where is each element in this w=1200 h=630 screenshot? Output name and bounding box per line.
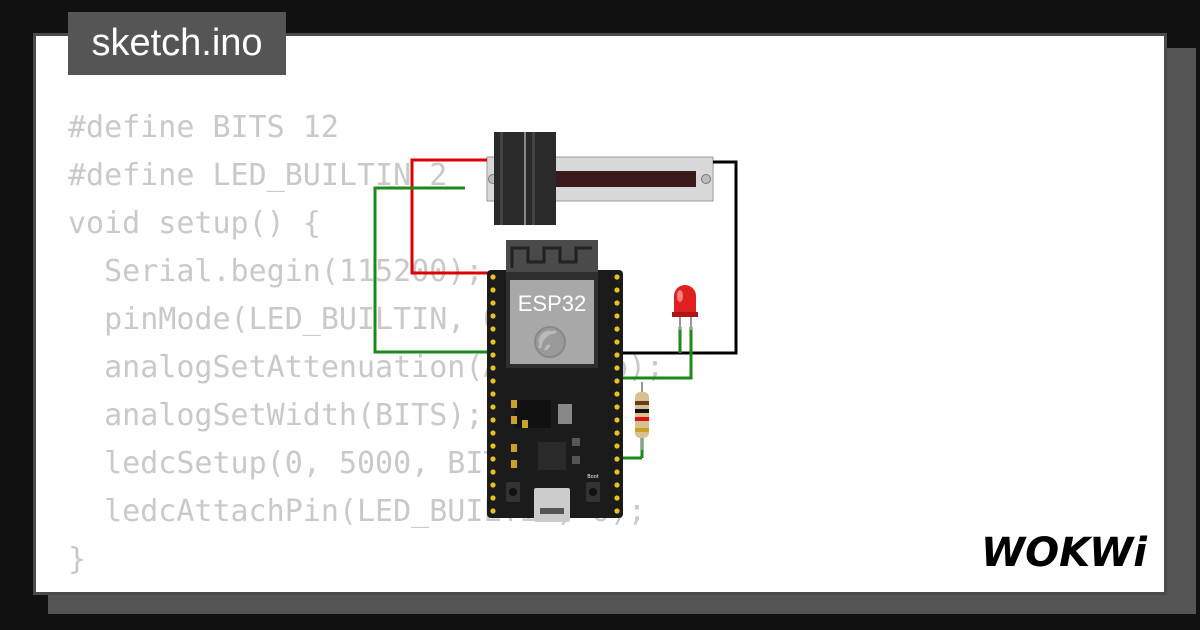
wokwi-logo-text: WOKWi <box>981 530 1148 576</box>
code-line: void loop() { <box>68 584 664 592</box>
code-line: #define BITS 12 <box>68 110 339 145</box>
slider-knob[interactable] <box>494 132 524 225</box>
code-line: } <box>68 542 87 577</box>
esp32-board[interactable]: ESP32 Boot <box>487 240 623 522</box>
pin-header-left <box>490 274 496 514</box>
code-line: void setup() { <box>68 206 321 241</box>
wires <box>373 158 738 460</box>
file-tab-title[interactable]: sketch.ino <box>68 12 286 75</box>
pin-header-right <box>614 274 620 514</box>
code-line: analogSetWidth(BITS); <box>68 398 484 433</box>
boot-label: Boot <box>587 474 599 480</box>
usb-port <box>534 488 570 522</box>
slide-potentiometer[interactable] <box>486 132 714 225</box>
code-line: #define LED_BUILTIN 2 <box>68 158 448 193</box>
circuit-diagram: ESP32 Boot <box>373 132 738 522</box>
red-led[interactable] <box>672 285 698 330</box>
wokwi-logo: WOKWi <box>981 530 1148 576</box>
resistor[interactable] <box>635 382 649 450</box>
esp32-label: ESP32 <box>518 291 587 316</box>
